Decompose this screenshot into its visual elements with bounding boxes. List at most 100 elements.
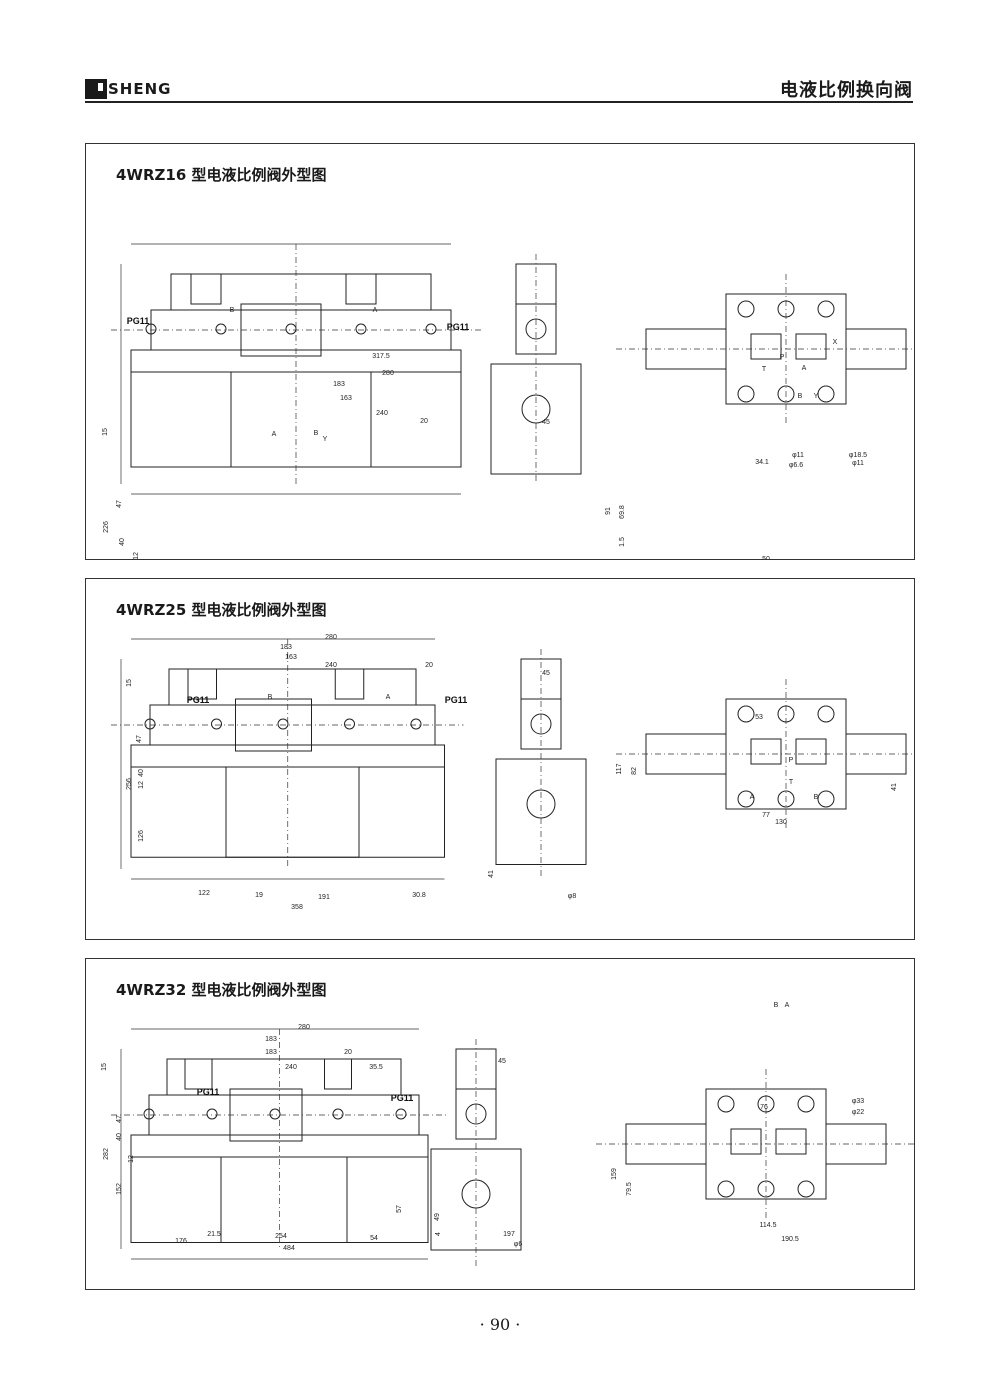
connector-fitting bbox=[277, 718, 289, 730]
dimension-label: 163 bbox=[340, 395, 352, 402]
dimension-label: 191 bbox=[318, 894, 330, 901]
connector-label-pg11: PG11 bbox=[445, 695, 468, 705]
port-label: B bbox=[230, 307, 235, 314]
connector-fitting bbox=[145, 323, 157, 335]
port-label: P bbox=[780, 354, 785, 361]
mounting-port bbox=[737, 385, 755, 403]
connector-fitting bbox=[211, 718, 222, 730]
dimension-label: 1.5 bbox=[619, 537, 626, 547]
port-a-b-block bbox=[795, 738, 827, 765]
dimension-label: 358 bbox=[291, 904, 303, 911]
mounting-port bbox=[797, 1095, 815, 1113]
drawing-group: 317.5280183163240201547226401296108.5191… bbox=[102, 243, 914, 559]
dimension-label: 256 bbox=[126, 778, 133, 790]
port-label: A bbox=[802, 365, 807, 372]
dimension-label: 163 bbox=[285, 654, 297, 661]
connector-label-pg11: PG11 bbox=[447, 322, 470, 332]
port-p-t-block bbox=[730, 1128, 762, 1155]
dimension-label: 114.5 bbox=[760, 1222, 777, 1229]
dimension-label: φ6.6 bbox=[789, 462, 803, 469]
dimension-label: 254 bbox=[275, 1233, 287, 1240]
dimension-label: 4 bbox=[435, 1232, 442, 1236]
mounting-port bbox=[817, 300, 835, 318]
panel-title: 4WRZ25 型电液比例阀外型图 bbox=[116, 601, 327, 619]
dimension-label: 152 bbox=[116, 1183, 123, 1195]
dimension-label: 183 bbox=[265, 1036, 277, 1043]
connector-fitting bbox=[355, 323, 367, 335]
dimension-label: 226 bbox=[103, 521, 110, 533]
dimension-label: 183 bbox=[333, 381, 345, 388]
dimension-label: 130 bbox=[775, 819, 787, 826]
port-a-b-block bbox=[795, 333, 827, 360]
mounting-port bbox=[777, 790, 795, 808]
dimension-label: 47 bbox=[116, 500, 123, 508]
dimension-label: 122 bbox=[198, 890, 210, 897]
dimension-label: 240 bbox=[376, 410, 388, 417]
dimension-label: 30.8 bbox=[412, 892, 426, 899]
solenoid-a-coil bbox=[324, 1058, 352, 1090]
mounting-port bbox=[717, 1095, 735, 1113]
dimension-label: 197 bbox=[503, 1231, 515, 1238]
solenoid-b-coil bbox=[187, 668, 217, 700]
port-p-t-block bbox=[750, 738, 782, 765]
dimension-label: 15 bbox=[102, 428, 109, 436]
dimension-label: 82 bbox=[631, 767, 638, 775]
dimension-label: 77 bbox=[762, 812, 770, 819]
dimension-label: 484 bbox=[283, 1245, 295, 1252]
mounting-port bbox=[797, 1180, 815, 1198]
port-label: X bbox=[833, 339, 838, 346]
technical-drawing: 317.5280183163240201547226401296108.5191… bbox=[102, 243, 914, 559]
dimension-label: 183 bbox=[280, 644, 292, 651]
panel-title: 4WRZ16 型电液比例阀外型图 bbox=[116, 166, 327, 184]
dimension-label: 317.5 bbox=[372, 353, 390, 360]
mounting-port bbox=[717, 1180, 735, 1198]
dimension-label: 35.5 bbox=[369, 1064, 383, 1071]
dimension-label: 280 bbox=[325, 634, 337, 641]
port-label: A bbox=[272, 431, 277, 438]
panel-title: 4WRZ32 型电液比例阀外型图 bbox=[116, 981, 327, 999]
solenoid-a-coil bbox=[345, 273, 377, 305]
main-spool-section bbox=[220, 1156, 348, 1243]
dimension-label: 20 bbox=[420, 418, 428, 425]
dimension-label: 54 bbox=[370, 1235, 378, 1242]
mounting-port bbox=[737, 790, 755, 808]
port-label: B bbox=[798, 393, 803, 400]
page-header: SHENG 电液比例换向阀 bbox=[85, 72, 913, 104]
dimension-label: 79.5 bbox=[626, 1182, 633, 1196]
dimension-label: 19 bbox=[255, 892, 263, 899]
dimension-label: φ22 bbox=[852, 1109, 864, 1116]
dimension-label: 15 bbox=[126, 679, 133, 687]
dimension-label: 282 bbox=[103, 1148, 110, 1160]
connector-fitting bbox=[395, 1108, 407, 1120]
dimension-label: 21.5 bbox=[207, 1231, 221, 1238]
connector-fitting bbox=[144, 718, 156, 730]
dimension-label: φ6 bbox=[514, 1241, 523, 1248]
dimension-label: φ11 bbox=[792, 452, 804, 459]
port-label: T bbox=[762, 366, 767, 373]
dimension-label: 176 bbox=[175, 1238, 187, 1245]
connector-fitting bbox=[425, 323, 437, 335]
dimension-label: 49 bbox=[434, 1213, 441, 1221]
brand-name: SHENG bbox=[108, 80, 172, 98]
connector-fitting bbox=[269, 1108, 281, 1120]
dimension-label: φ11 bbox=[852, 460, 864, 467]
dimension-label: 12 bbox=[128, 1155, 135, 1163]
dimension-label: 45 bbox=[542, 670, 550, 677]
port-label: B bbox=[814, 794, 819, 801]
dimension-label: 15 bbox=[101, 1063, 108, 1071]
mounting-port bbox=[817, 705, 835, 723]
dimension-label: 40 bbox=[138, 769, 145, 777]
dimension-label: 12 bbox=[133, 552, 140, 559]
dimension-label: 47 bbox=[116, 1115, 123, 1123]
port-label: B bbox=[314, 430, 319, 437]
page-number: · 90 · bbox=[479, 1315, 521, 1334]
port-label: P bbox=[789, 757, 794, 764]
dimension-label: 76 bbox=[760, 1104, 768, 1111]
